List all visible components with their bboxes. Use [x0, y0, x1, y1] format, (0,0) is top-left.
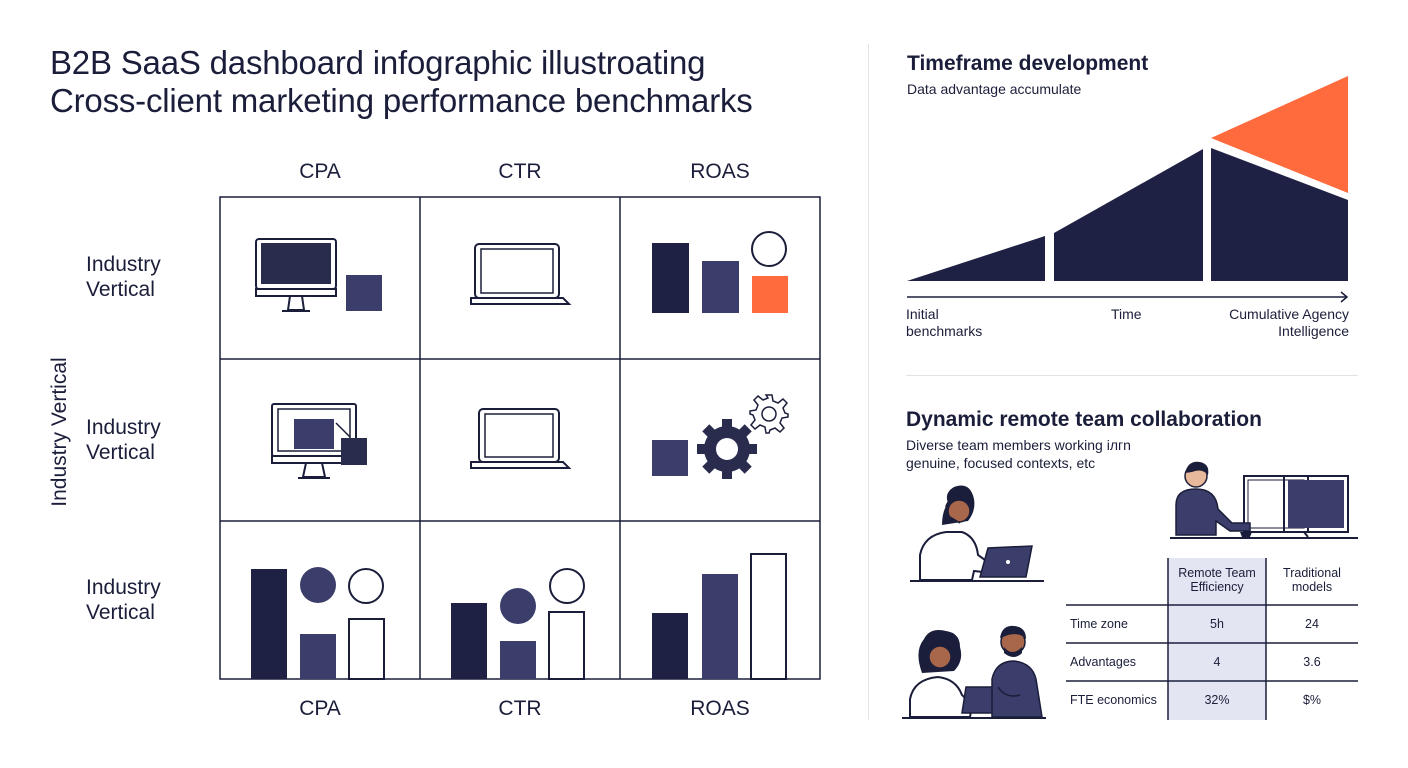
- table-header-remote-line2: Efficiency: [1190, 580, 1244, 594]
- circle-outline: [348, 568, 384, 604]
- team-illustrations: [902, 461, 1358, 719]
- circle-outline: [751, 231, 787, 267]
- axis-label-time: Time: [1111, 306, 1142, 322]
- area-segment-2: [1054, 149, 1203, 281]
- small-gear-icon: [749, 394, 789, 434]
- benchmark-matrix: [219, 196, 821, 680]
- bar-navy: [652, 243, 689, 313]
- orange-advantage-wedge: [1211, 76, 1348, 193]
- row-header-3-line2: Vertical: [86, 601, 155, 624]
- bar-indigo: [702, 574, 738, 679]
- table-row-label: Time zone: [1070, 617, 1128, 631]
- table-header-remote: Remote Team Efficiency: [1168, 566, 1266, 594]
- bar-navy: [451, 603, 487, 679]
- collaboration-subtitle: Diverse team members working iлгn genuin…: [906, 436, 1131, 472]
- col-footer-roas: ROAS: [690, 697, 750, 720]
- two-colleagues-illustration: [902, 625, 1046, 719]
- monitor-window-icon: [271, 403, 367, 479]
- title-line-2: Cross-client marketing performance bench…: [50, 82, 753, 119]
- table-header-traditional-line2: models: [1291, 580, 1333, 594]
- circle-indigo: [300, 567, 336, 603]
- collaboration-subtitle-line1: Diverse team members working iлгn: [906, 437, 1131, 453]
- bar-indigo: [702, 261, 739, 313]
- bar-outline: [750, 553, 787, 680]
- axis-label-initial-line1: Initial: [906, 306, 939, 322]
- vertical-divider: [868, 44, 869, 720]
- table-cell-traditional: $%: [1302, 693, 1322, 707]
- axis-label-initial-line2: benchmarks: [906, 323, 983, 339]
- arrow-right-icon: [1340, 291, 1349, 303]
- horizontal-divider: [906, 375, 1358, 376]
- col-header-roas: ROAS: [690, 160, 750, 183]
- table-cell-remote: 5h: [1210, 617, 1224, 631]
- axis-label-cumulative-line2: Intelligence: [1278, 323, 1349, 339]
- large-gear-icon: [697, 419, 757, 479]
- bar-indigo: [500, 641, 536, 679]
- bar-navy: [652, 613, 688, 679]
- col-header-cpa: CPA: [299, 160, 341, 183]
- row-header-1-line1: Industry: [86, 253, 161, 276]
- orange-square: [752, 276, 788, 313]
- table-cell-traditional: 3.6: [1303, 655, 1321, 669]
- circle-indigo: [500, 588, 536, 624]
- title-line-1: B2B SaaS dashboard infographic illustroa…: [50, 44, 706, 81]
- laptop-icon: [470, 243, 572, 305]
- row-header-3: Industry Vertical: [86, 575, 161, 625]
- table-cell-traditional: 24: [1305, 617, 1319, 631]
- bar-outline: [348, 618, 385, 680]
- collaboration-subtitle-line2: genuine, focused contexts, etc: [906, 455, 1096, 471]
- timeframe-area-chart: [907, 76, 1349, 303]
- comparison-table-grid: [1066, 558, 1358, 720]
- collaboration-title: Dynamic remote team collaboration: [906, 408, 1262, 431]
- table-header-traditional-line1: Traditional: [1283, 566, 1341, 580]
- desktop-monitor-icon: [255, 238, 337, 312]
- area-segment-1: [907, 236, 1045, 281]
- col-footer-ctr: CTR: [498, 697, 542, 720]
- indigo-square: [652, 440, 688, 476]
- laptop-icon: [470, 408, 572, 469]
- timeframe-title: Timeframe development: [907, 52, 1149, 75]
- row-header-1-line2: Vertical: [86, 278, 155, 301]
- row-header-3-line1: Industry: [86, 576, 161, 599]
- axis-label-cumulative-line1: Cumulative Agency: [1229, 306, 1349, 322]
- page-title: B2B SaaS dashboard infographic illustroa…: [50, 44, 753, 120]
- bar-indigo: [300, 634, 336, 679]
- row-header-1: Industry Vertical: [86, 252, 161, 302]
- row-header-2-line1: Industry: [86, 416, 161, 439]
- table-cell-remote: 4: [1213, 655, 1221, 669]
- man-at-desk-illustration: [1170, 461, 1358, 539]
- col-footer-cpa: CPA: [299, 697, 341, 720]
- axis-label-cumulative: Cumulative Agency Intelligence: [1150, 306, 1349, 340]
- woman-with-headset-illustration: [910, 485, 1044, 582]
- col-header-ctr: CTR: [498, 160, 542, 183]
- table-cell-remote: 32%: [1204, 693, 1230, 707]
- timeframe-subtitle: Data advantage accumulate: [907, 81, 1082, 97]
- bar-navy: [251, 569, 287, 679]
- bar-outline: [548, 611, 585, 680]
- highlight-column: [1168, 558, 1266, 720]
- row-header-2-line2: Vertical: [86, 441, 155, 464]
- table-header-traditional: Traditional models: [1266, 566, 1358, 594]
- row-header-2: Industry Vertical: [86, 415, 161, 465]
- table-header-remote-line1: Remote Team: [1178, 566, 1256, 580]
- table-row-label: FTE economics: [1070, 693, 1157, 707]
- area-segment-3: [1211, 148, 1348, 281]
- table-row-label: Advantages: [1070, 655, 1137, 669]
- axis-label-initial: Initial benchmarks: [906, 306, 982, 340]
- circle-outline: [549, 568, 585, 604]
- indigo-square: [346, 275, 382, 311]
